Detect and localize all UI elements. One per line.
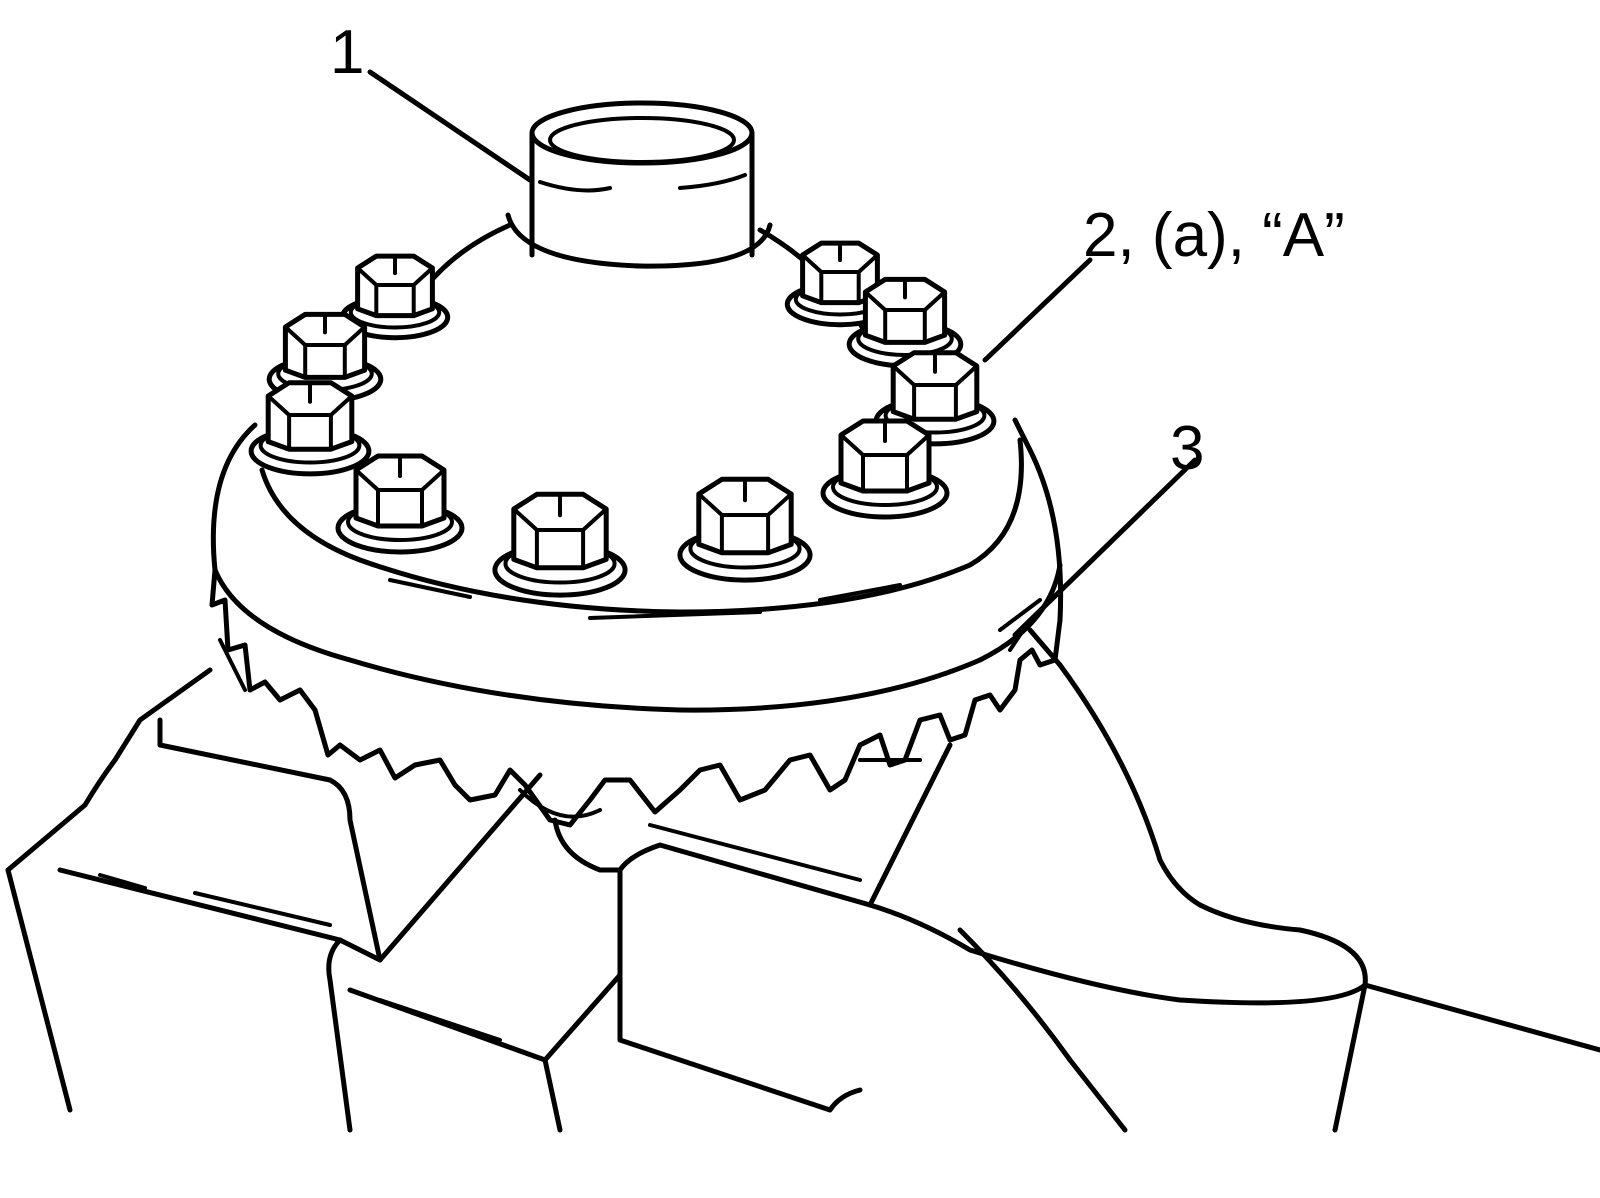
bolt-head bbox=[335, 453, 465, 555]
differential-housing bbox=[5, 627, 1600, 1133]
bearing-journal bbox=[529, 100, 755, 258]
callout-2-label: 2, (a), “A” bbox=[1083, 201, 1345, 270]
bolt-head bbox=[846, 276, 964, 369]
bolt-head bbox=[677, 476, 813, 583]
leader-lines bbox=[367, 69, 1198, 638]
differential-case-dome bbox=[397, 212, 873, 343]
bolt-head bbox=[339, 253, 451, 341]
callout-3-label: 3 bbox=[1170, 414, 1205, 483]
bolt-head bbox=[820, 418, 950, 520]
bolt-head bbox=[492, 491, 628, 598]
leader-line-1 bbox=[367, 69, 533, 183]
leader-line-3 bbox=[1012, 457, 1198, 638]
leader-line-2 bbox=[982, 257, 1093, 363]
ring-gear-flange bbox=[210, 417, 1064, 713]
bolt-head bbox=[248, 380, 372, 477]
callout-1-label: 1 bbox=[330, 18, 365, 87]
ring-gear-bolts bbox=[248, 240, 997, 598]
